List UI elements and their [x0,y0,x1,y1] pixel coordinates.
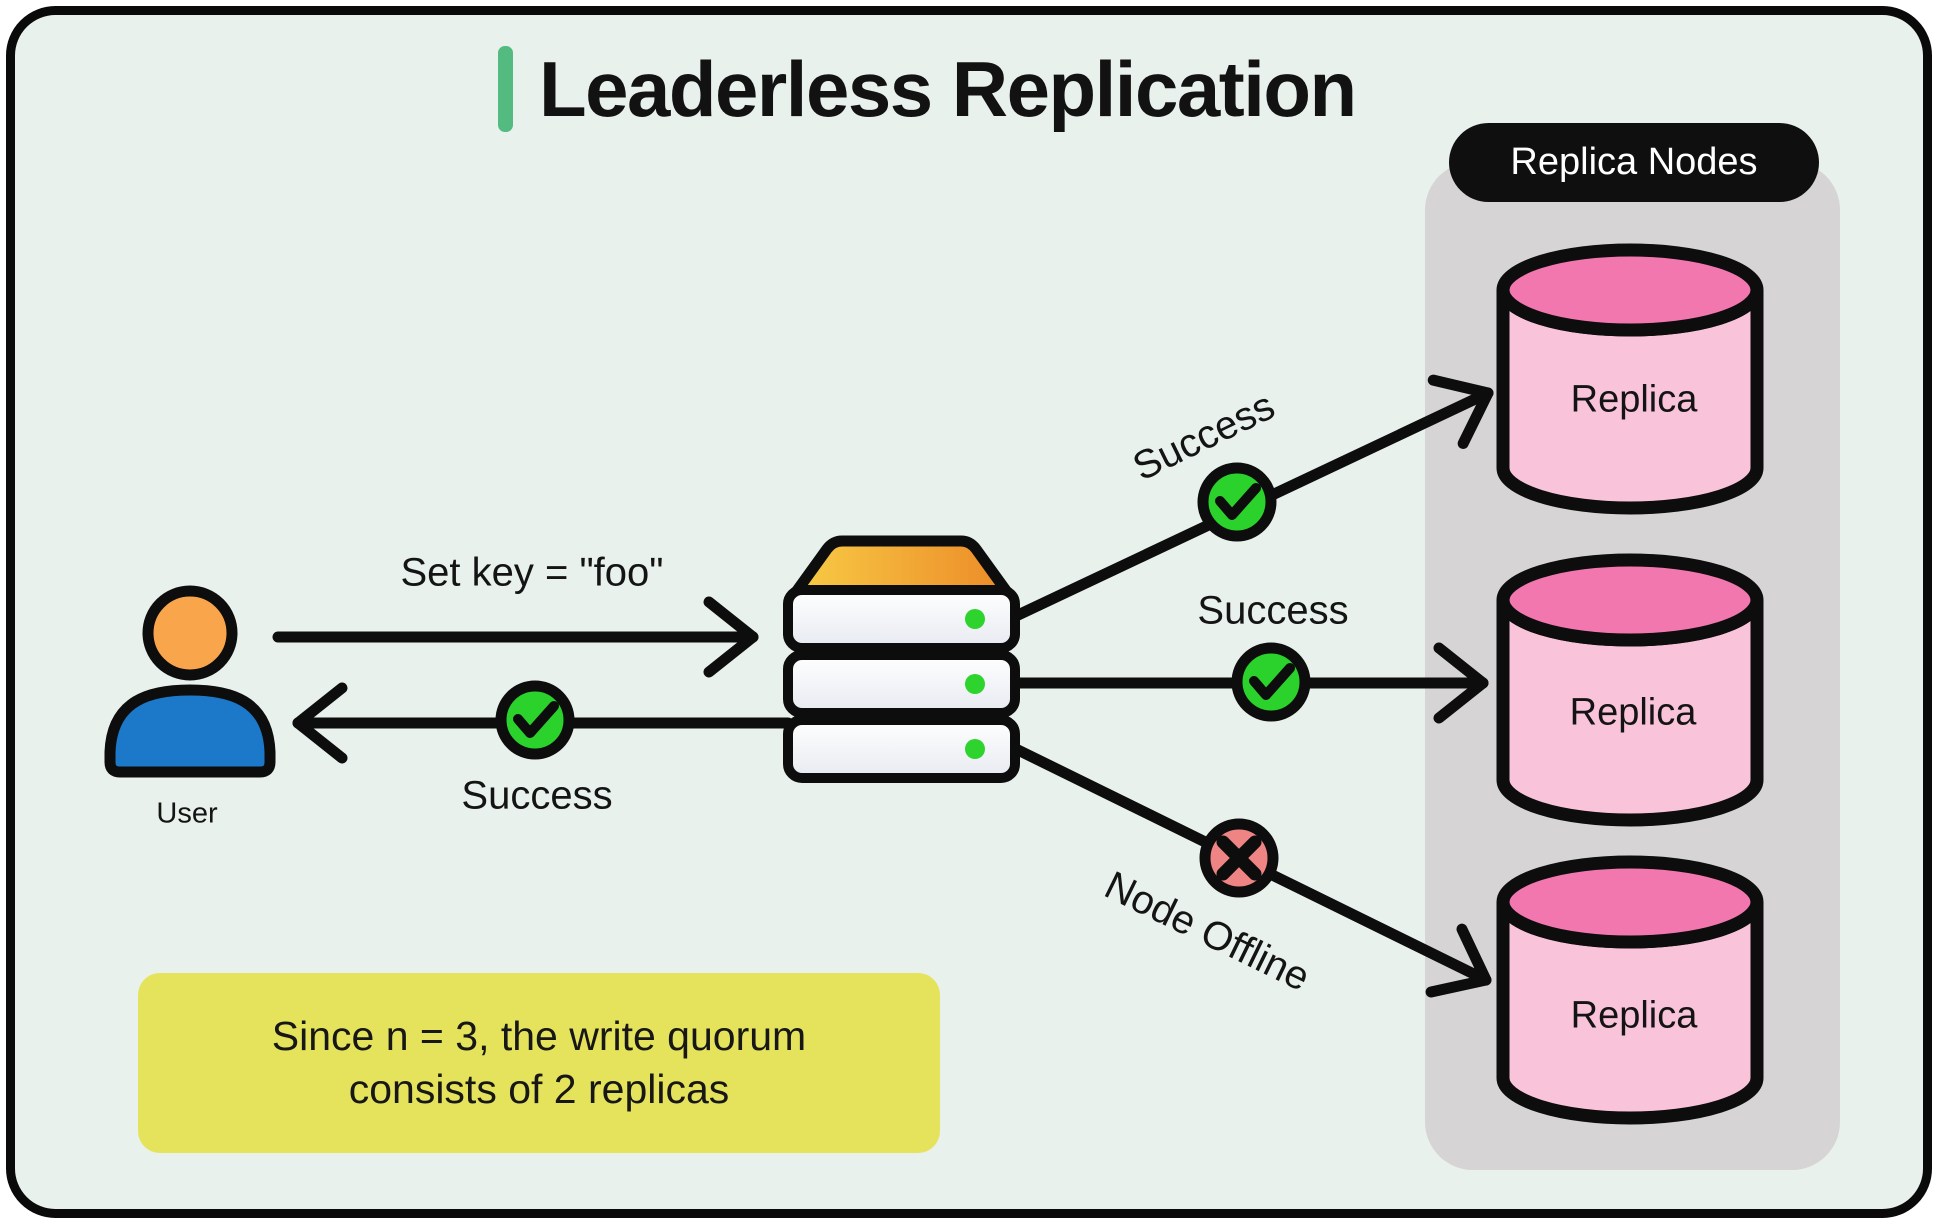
check-glyph [513,701,559,738]
database-icon [1496,553,1764,827]
user-label: User [156,797,218,830]
title-accent-bar [498,46,513,132]
replica-nodes-badge: Replica Nodes [1449,123,1819,202]
database-icon [1496,855,1764,1125]
status-badges [495,462,1311,898]
replica-3-label: Replica [1570,994,1698,1037]
user-body [104,684,276,778]
check-glyph [1249,663,1295,700]
coordinator-server-icon [783,535,1020,783]
check-glyph [1215,483,1261,520]
replica-1-label: Replica [1570,378,1698,421]
replica2-success-label: Success [1197,588,1349,633]
page-title-row: Leaderless Replication [498,45,1357,133]
page-title: Leaderless Replication [539,45,1357,133]
cross-glyph [1216,835,1262,881]
server-top-face [790,535,1013,598]
server-slab [783,715,1020,783]
request-label: Set key = "foo" [400,550,664,595]
replica-2-label: Replica [1569,691,1697,734]
server-slab [783,585,1020,653]
quorum-note-line2: consists of 2 replicas [348,1066,730,1112]
replica1-success-label: Success [1126,383,1282,490]
server-slab [783,650,1020,718]
node-offline-label: Node Offline [1097,863,1317,1000]
user-icon [104,585,276,778]
replica-cylinders [1496,243,1764,1125]
database-icon [1496,243,1764,515]
response-label: Success [461,773,613,818]
quorum-note-line1: Since n = 3, the write quorum [271,1013,807,1059]
quorum-note: Since n = 3, the write quorum consists o… [138,973,940,1153]
user-head [142,585,238,681]
server-status-lights [965,609,985,759]
